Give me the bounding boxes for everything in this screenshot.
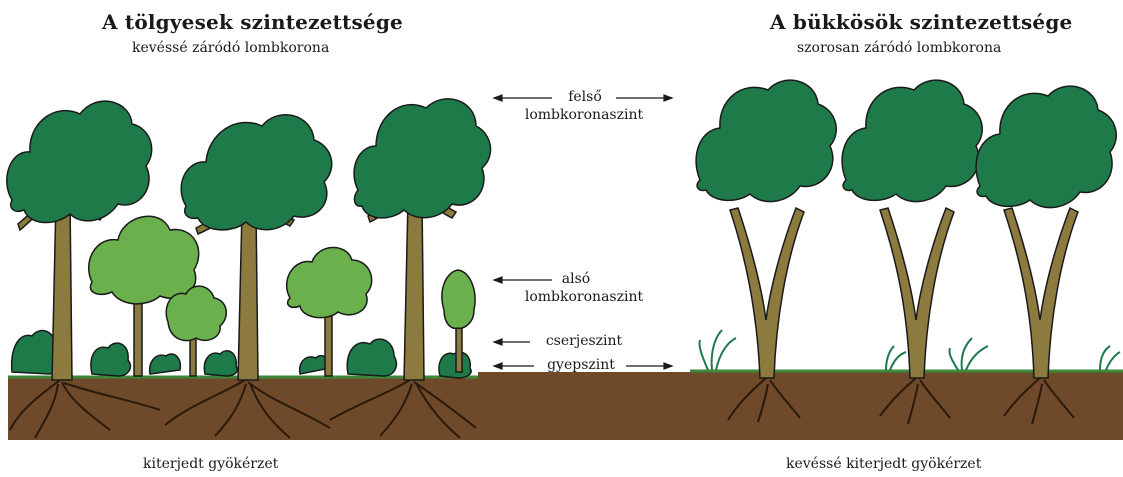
lower-canopy-label-line1: alsó — [556, 271, 596, 288]
oak-upper-canopy — [7, 99, 491, 380]
beech-trees — [696, 80, 1116, 378]
oak-root-note: kiterjedt gyökérzet — [143, 456, 278, 472]
lower-canopy-label-line2: lombkoronaszint — [514, 289, 654, 306]
oak-canopy-note: kevéssé záródó lombkorona — [132, 40, 329, 56]
layer-arrows — [494, 95, 672, 369]
oak-forest-title: A tölgyesek szintezettsége — [102, 10, 403, 34]
herb-layer-label: gyepszint — [538, 357, 624, 374]
soil — [8, 372, 1123, 440]
shrub-layer-label: cserjeszint — [534, 333, 634, 350]
beech-root-note: kevéssé kiterjedt gyökérzet — [786, 456, 981, 472]
beech-canopy-note: szorosan záródó lombkorona — [797, 40, 1001, 56]
upper-canopy-label-line2: lombkoronaszint — [514, 107, 654, 124]
beech-forest-title: A bükkösök szintezettsége — [770, 10, 1072, 34]
upper-canopy-label-line1: felső — [556, 89, 614, 106]
